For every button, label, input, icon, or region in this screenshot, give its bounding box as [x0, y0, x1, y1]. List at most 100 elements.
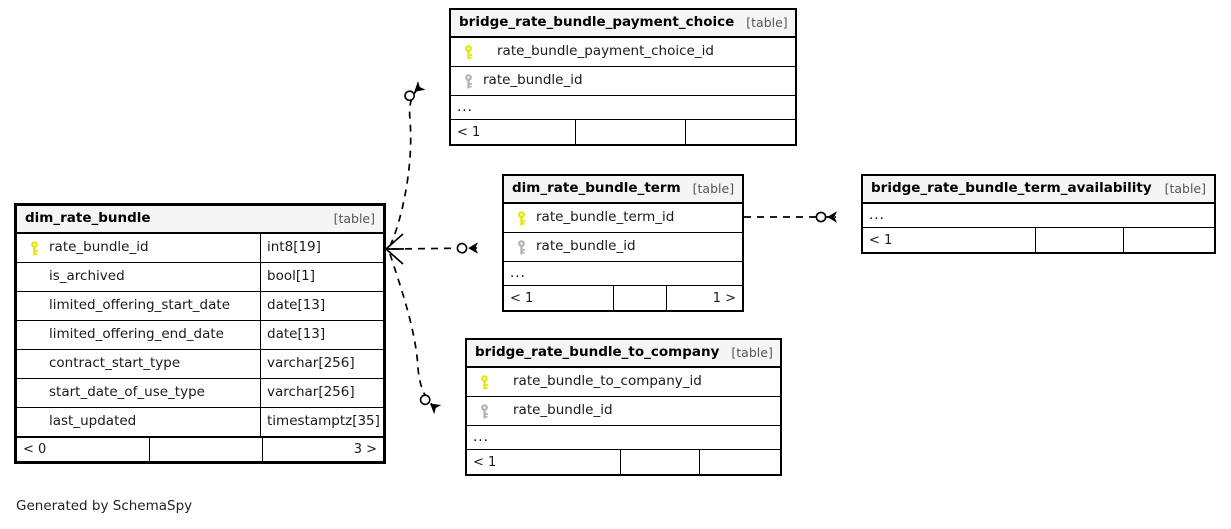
table-row[interactable]: rate_bundle_id: [504, 233, 742, 262]
column-type: varchar[256]: [260, 350, 383, 378]
footer-children-count: [698, 450, 780, 474]
table-header: bridge_rate_bundle_payment_choice [table…: [451, 10, 795, 38]
table-kind-label: [table]: [731, 344, 773, 360]
column-name: rate_bundle_payment_choice_id: [497, 44, 714, 60]
footer-children-count: [684, 120, 795, 144]
key-icon-primary: [457, 44, 479, 60]
crows-foot-dim-rate-bundle: [385, 233, 404, 265]
table-bridge-rate-bundle-to-company[interactable]: bridge_rate_bundle_to_company [table] ra…: [465, 338, 782, 476]
footer-middle: [620, 450, 698, 474]
key-icon-primary: [473, 374, 495, 390]
footer-middle: [1034, 228, 1123, 252]
footer-parents-count: < 1: [869, 232, 893, 248]
table-kind-label: [table]: [1164, 180, 1206, 196]
column-name: contract_start_type: [49, 357, 181, 371]
edge-dim-rate-bundle-to-bridge-payment-choice: [389, 80, 426, 247]
table-row[interactable]: start_date_of_use_type varchar[256]: [17, 379, 383, 408]
column-name: rate_bundle_term_id: [536, 210, 675, 226]
table-footer: < 0 3 >: [17, 437, 383, 461]
column-name-cell: limited_offering_start_date: [17, 299, 260, 313]
table-row[interactable]: rate_bundle_payment_choice_id: [451, 38, 795, 67]
footer-parents-count: < 0: [23, 442, 47, 457]
key-icon-foreign: [473, 403, 495, 419]
edge-dim-rate-bundle-to-bridge-to-company: [389, 253, 442, 415]
footer-children-count: 1 >: [665, 286, 742, 310]
table-header: bridge_rate_bundle_to_company [table]: [467, 340, 780, 368]
table-header: dim_rate_bundle [table]: [17, 206, 383, 234]
more-columns-ellipsis: ...: [863, 204, 1214, 228]
column-name: limited_offering_end_date: [49, 328, 224, 342]
footer-children-count: 3 >: [262, 438, 383, 461]
key-icon-primary: [510, 210, 532, 226]
column-name-cell: rate_bundle_term_id: [504, 210, 742, 226]
table-footer: < 1 1 >: [504, 286, 742, 310]
column-name: rate_bundle_id: [49, 240, 149, 256]
more-columns-ellipsis: ...: [451, 96, 795, 120]
column-name: is_archived: [49, 270, 125, 284]
column-type: date[13]: [260, 321, 383, 349]
column-type: int8[19]: [260, 234, 383, 262]
column-name: rate_bundle_id: [536, 239, 636, 255]
more-columns-ellipsis: ...: [467, 426, 780, 450]
table-row[interactable]: rate_bundle_id: [451, 67, 795, 96]
column-type: timestamptz[35]: [260, 408, 383, 436]
edge-dim-rate-bundle-to-dim-rate-bundle-term: [391, 242, 479, 254]
column-name-cell: rate_bundle_id: [467, 403, 780, 419]
table-footer: < 1: [451, 120, 795, 144]
table-header: dim_rate_bundle_term [table]: [504, 176, 742, 204]
table-row[interactable]: rate_bundle_id: [467, 397, 780, 426]
more-columns-ellipsis: ...: [504, 262, 742, 286]
column-name-cell: contract_start_type: [17, 357, 260, 371]
footer-parents-count: < 1: [473, 454, 497, 470]
column-name-cell: rate_bundle_to_company_id: [467, 374, 780, 390]
column-name-cell: rate_bundle_id: [17, 240, 260, 256]
column-name: rate_bundle_to_company_id: [513, 374, 702, 390]
table-title: dim_rate_bundle: [25, 210, 151, 227]
footer-parents-count: < 1: [510, 290, 534, 306]
column-name: rate_bundle_id: [483, 73, 583, 89]
table-bridge-rate-bundle-term-availability[interactable]: bridge_rate_bundle_term_availability [ta…: [861, 174, 1216, 254]
table-row[interactable]: rate_bundle_to_company_id: [467, 368, 780, 397]
table-row[interactable]: last_updated timestamptz[35]: [17, 408, 383, 437]
table-row[interactable]: rate_bundle_term_id: [504, 204, 742, 233]
table-row[interactable]: limited_offering_start_date date[13]: [17, 292, 383, 321]
column-name: last_updated: [49, 415, 137, 429]
key-icon-primary: [23, 240, 45, 256]
column-name-cell: is_archived: [17, 270, 260, 284]
table-row[interactable]: limited_offering_end_date date[13]: [17, 321, 383, 350]
table-title: bridge_rate_bundle_payment_choice: [459, 14, 735, 31]
footer-middle: [613, 286, 665, 310]
column-name-cell: rate_bundle_id: [504, 239, 742, 255]
column-name-cell: start_date_of_use_type: [17, 386, 260, 400]
key-icon-foreign: [510, 239, 532, 255]
table-footer: < 1: [467, 450, 780, 474]
footer-parents-count: < 1: [457, 124, 481, 140]
table-dim-rate-bundle[interactable]: dim_rate_bundle [table] rate_bundle_id i…: [14, 203, 386, 464]
column-name: rate_bundle_id: [513, 403, 613, 419]
table-title: bridge_rate_bundle_to_company: [475, 344, 720, 361]
column-type: varchar[256]: [260, 379, 383, 407]
column-name-cell: limited_offering_end_date: [17, 328, 260, 342]
column-type: date[13]: [260, 292, 383, 320]
table-dim-rate-bundle-term[interactable]: dim_rate_bundle_term [table] rate_bundle…: [502, 174, 744, 312]
table-kind-label: [table]: [746, 14, 788, 30]
footer-middle: [574, 120, 685, 144]
table-row[interactable]: rate_bundle_id int8[19]: [17, 234, 383, 263]
column-name-cell: rate_bundle_payment_choice_id: [451, 44, 795, 60]
table-bridge-rate-bundle-payment-choice[interactable]: bridge_rate_bundle_payment_choice [table…: [449, 8, 797, 146]
column-name-cell: last_updated: [17, 415, 260, 429]
footer-children-count: [1122, 228, 1214, 252]
table-header: bridge_rate_bundle_term_availability [ta…: [863, 176, 1214, 204]
table-title: dim_rate_bundle_term: [512, 180, 681, 197]
table-title: bridge_rate_bundle_term_availability: [871, 180, 1152, 197]
table-row[interactable]: contract_start_type varchar[256]: [17, 350, 383, 379]
key-icon-foreign: [457, 73, 479, 89]
column-name-cell: rate_bundle_id: [451, 73, 795, 89]
column-name: start_date_of_use_type: [49, 386, 205, 400]
table-row[interactable]: is_archived bool[1]: [17, 263, 383, 292]
generated-by-credit: Generated by SchemaSpy: [16, 498, 193, 514]
table-kind-label: [table]: [692, 180, 735, 196]
column-type: bool[1]: [260, 263, 383, 291]
column-name: limited_offering_start_date: [49, 299, 230, 313]
